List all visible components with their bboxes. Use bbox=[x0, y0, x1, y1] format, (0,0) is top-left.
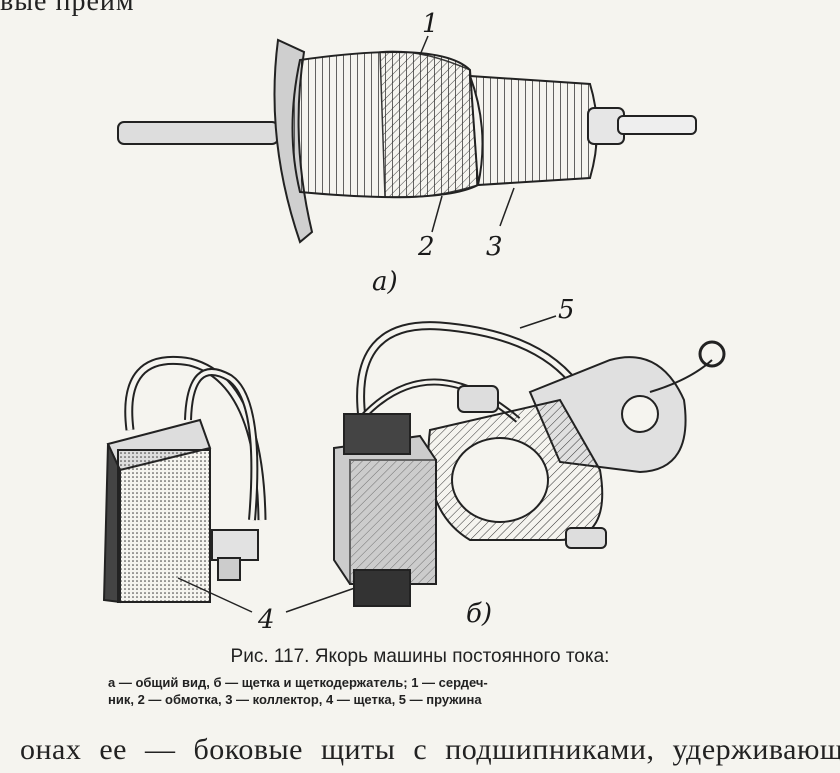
leader-3 bbox=[499, 187, 515, 227]
clamp-hole bbox=[451, 437, 549, 523]
brush-drawing: 4 bbox=[102, 356, 373, 635]
leader-5 bbox=[519, 315, 557, 329]
leader-1 bbox=[419, 35, 429, 56]
figure-caption-line-2: ник, 2 — обмотка, 3 — коллектор, 4 — щет… bbox=[108, 692, 482, 707]
holder-pivot bbox=[621, 395, 659, 433]
spring-tail bbox=[649, 359, 713, 393]
brush-terminal-pins bbox=[217, 557, 241, 581]
callout-4: 4 bbox=[257, 605, 275, 635]
top-text-fragment: вые преим bbox=[0, 0, 135, 17]
brush-lead-inner-inner bbox=[186, 370, 257, 521]
brush-top-piece bbox=[343, 413, 411, 455]
spring-eye bbox=[698, 340, 726, 368]
spring-inner bbox=[358, 323, 581, 419]
right-shaft bbox=[617, 115, 697, 135]
leader-2 bbox=[431, 195, 443, 233]
left-shaft bbox=[117, 121, 279, 145]
panel-b-label: б) bbox=[466, 599, 492, 629]
brush-terminal bbox=[211, 529, 259, 561]
panel-a-label: а) bbox=[372, 267, 398, 297]
clamp-screw-bottom bbox=[565, 527, 607, 549]
brush-box-face bbox=[349, 459, 437, 585]
body-text-fragment: онах ее — боковые щиты с подшипниками, у… bbox=[20, 733, 840, 766]
callout-5: 5 bbox=[558, 295, 575, 325]
armature-figure: 1 2 3 а) 4 bbox=[102, 9, 726, 635]
commutator bbox=[468, 74, 598, 187]
callout-3: 3 bbox=[486, 232, 503, 262]
armature-winding bbox=[379, 50, 479, 199]
figure-caption-title: Рис. 117. Якорь машины постоянного тока: bbox=[230, 646, 610, 667]
brush-bottom-piece bbox=[353, 569, 411, 607]
brush-block-face bbox=[117, 449, 211, 603]
clamp-screw-top bbox=[457, 385, 499, 413]
callout-2: 2 bbox=[417, 232, 435, 262]
callout-1: 1 bbox=[422, 9, 439, 39]
figure-caption-line-1: а — общий вид, б — щетка и щеткодержател… bbox=[108, 675, 488, 690]
armature-drawing: 1 2 3 а) bbox=[117, 9, 697, 297]
leader-4a bbox=[177, 577, 253, 613]
brush-holder-drawing: 5 б) bbox=[333, 295, 726, 629]
